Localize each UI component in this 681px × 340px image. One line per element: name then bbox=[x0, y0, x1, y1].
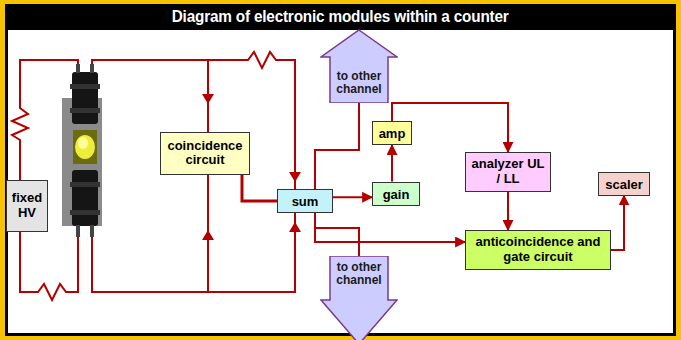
text-group: fixed HV bbox=[10, 191, 44, 220]
circuit-box: coincidence circuit bbox=[160, 132, 250, 175]
output-arrow: to other channel bbox=[320, 256, 398, 340]
node-label: coincidence circuit bbox=[164, 139, 246, 168]
signal-wire bbox=[92, 212, 295, 292]
text-group: coincidence circuit bbox=[164, 139, 246, 168]
signal-connector bbox=[611, 196, 624, 251]
gain-box: gain bbox=[372, 182, 420, 206]
arrowhead bbox=[289, 222, 301, 232]
node-label: sum bbox=[292, 195, 319, 209]
text-group: anticoincidence and gate circuit bbox=[469, 235, 607, 264]
photomultiplier-tube bbox=[70, 64, 100, 124]
arrowhead bbox=[202, 230, 214, 240]
scaler-box: scaler bbox=[598, 172, 650, 196]
text-group: to other channel bbox=[330, 70, 388, 97]
text-group: amp bbox=[376, 124, 408, 142]
text-group: analyzer UL / LL bbox=[469, 157, 547, 186]
signal-connector bbox=[507, 192, 509, 230]
analyzer-box: analyzer UL / LL bbox=[465, 152, 551, 192]
signal-connector bbox=[315, 213, 359, 256]
signal-connector bbox=[315, 103, 359, 189]
gate-circuit-box: anticoincidence and gate circuit bbox=[465, 230, 611, 270]
node-label: anticoincidence and gate circuit bbox=[469, 235, 607, 264]
arrowhead bbox=[202, 94, 214, 104]
signal-wire bbox=[92, 52, 295, 190]
amplifier-box: amp bbox=[372, 121, 412, 145]
title-bar: Diagram of electronic modules within a c… bbox=[5, 4, 676, 30]
text-group: sum bbox=[281, 192, 329, 210]
node-label: fixed HV bbox=[10, 191, 44, 220]
hv-wire bbox=[20, 232, 78, 300]
node-label: to other channel bbox=[330, 70, 388, 96]
node-label: analyzer UL / LL bbox=[469, 157, 547, 186]
power-supply-box: fixed HV bbox=[6, 180, 48, 232]
output-arrow: to other channel bbox=[320, 29, 398, 103]
scintillation-crystal bbox=[73, 130, 97, 164]
node-label: gain bbox=[383, 188, 410, 202]
diagram-title: Diagram of electronic modules within a c… bbox=[172, 7, 509, 27]
arrowhead bbox=[289, 172, 301, 182]
signal-connector bbox=[242, 175, 277, 201]
text-group: scaler bbox=[602, 175, 646, 193]
text-group: gain bbox=[376, 185, 416, 203]
text-group: to other channel bbox=[330, 261, 388, 288]
node-label: amp bbox=[379, 127, 406, 141]
sum-box: sum bbox=[277, 189, 333, 213]
node-label: scaler bbox=[605, 178, 643, 192]
signal-connector bbox=[391, 145, 393, 182]
photomultiplier-tube bbox=[70, 170, 100, 237]
signal-connector bbox=[333, 196, 372, 198]
node-label: to other channel bbox=[330, 261, 388, 287]
